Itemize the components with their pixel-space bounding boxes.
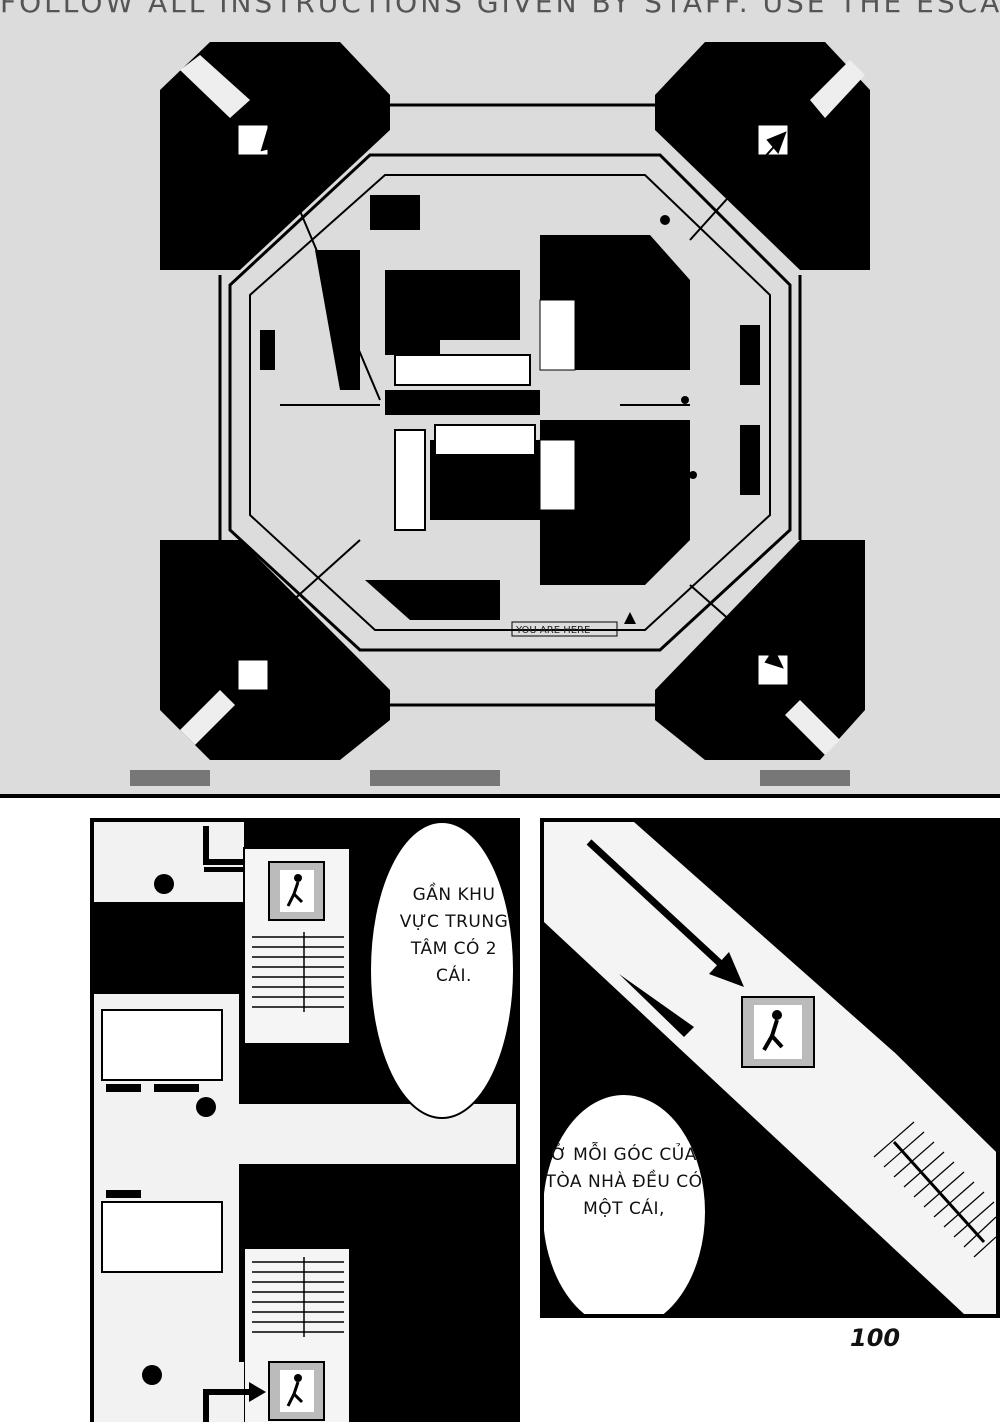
corner-exit-closeup bbox=[544, 822, 996, 1314]
speech-bubble-text: GẦN KHU VỰC TRUNG TÂM CÓ 2 CÁI. bbox=[399, 885, 509, 986]
direction-arrow-icon bbox=[586, 839, 744, 1037]
central-core bbox=[280, 195, 690, 620]
corner-wing-nw bbox=[160, 42, 390, 270]
floor-plan-panel: FOLLOW ALL INSTRUCTIONS GIVEN BY STAFF. … bbox=[0, 0, 1000, 798]
emergency-exit-icon bbox=[268, 861, 325, 921]
top-banner-text: FOLLOW ALL INSTRUCTIONS GIVEN BY STAFF. … bbox=[0, 0, 1000, 19]
emergency-exit-icon bbox=[268, 1361, 325, 1421]
you-are-here-marker-icon bbox=[511, 612, 636, 637]
speech-bubble-text: Ở MỖI GÓC CỦA TÒA NHÀ ĐỀU CÓ MỘT CÁI, bbox=[545, 1145, 703, 1219]
corner-wing-sw bbox=[160, 540, 390, 760]
central-exits-panel: GẦN KHU VỰC TRUNG TÂM CÓ 2 CÁI. bbox=[90, 818, 520, 1422]
corner-wing-ne bbox=[655, 42, 870, 270]
corner-wing-se bbox=[655, 540, 865, 760]
page-number: 100 bbox=[850, 1324, 901, 1352]
direction-arrow-icon bbox=[251, 127, 787, 669]
central-exits-closeup bbox=[94, 822, 516, 1422]
emergency-exit-icon bbox=[741, 996, 815, 1068]
you-are-here-label: YOU ARE HERE bbox=[515, 625, 590, 636]
floor-plan-map: YOU ARE HERE bbox=[130, 42, 870, 786]
speech-bubble bbox=[369, 822, 515, 1119]
direction-arrow-icon bbox=[203, 1382, 266, 1422]
corner-exit-panel: Ở MỖI GÓC CỦA TÒA NHÀ ĐỀU CÓ MỘT CÁI, bbox=[540, 818, 1000, 1318]
speech-bubble bbox=[544, 1093, 707, 1314]
